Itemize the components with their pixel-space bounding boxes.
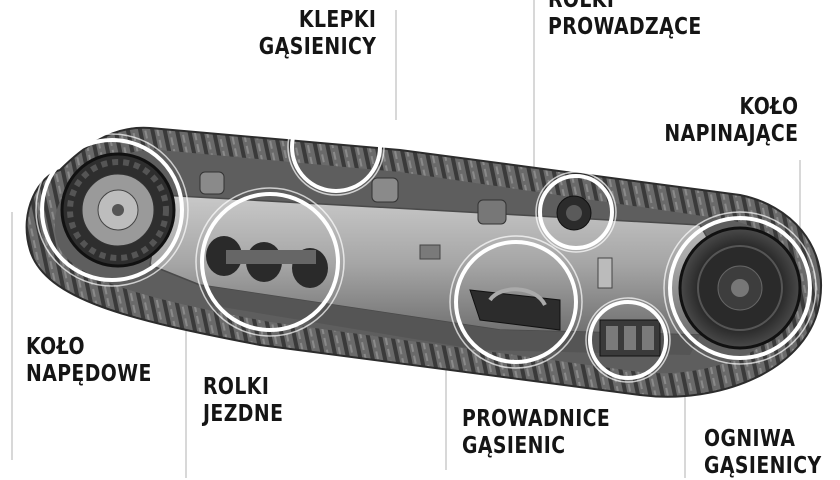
label-rolki-prowadzace-line1: ROLKI — [548, 0, 615, 13]
track-guide — [469, 287, 561, 331]
label-kolo-napedowe-line2: NAPĘDOWE — [26, 361, 152, 387]
label-kolo-napinajace-line2: NAPINAJĄCE — [663, 121, 798, 147]
idler-wheel — [678, 226, 802, 350]
label-rolki-jezdne-line1: ROLKI — [203, 374, 270, 400]
label-prowadnice-gasienic: PROWADNICE GĄSIENIC — [462, 406, 610, 460]
frame-slot — [419, 244, 441, 260]
label-kolo-napinajace-line1: KOŁO — [739, 94, 798, 120]
label-prowadnice-line2: GĄSIENIC — [462, 433, 566, 459]
label-klepki-line1: KLEPKI — [298, 7, 376, 33]
track-rollers — [206, 236, 328, 288]
label-ogniwa-gasienicy: OGNIWA GĄSIENICY — [704, 426, 822, 480]
label-ogniwa-line2: GĄSIENICY — [704, 453, 822, 479]
label-klepki-gasienicy: KLEPKI GĄSIENICY — [258, 7, 376, 61]
label-rolki-prowadzace-line2: PROWADZĄCE — [548, 14, 702, 40]
drive-sprocket — [60, 152, 176, 268]
carrier-rollers — [199, 171, 592, 231]
track-links — [599, 319, 661, 357]
label-kolo-napinajace: KOŁO NAPINAJĄCE — [664, 94, 798, 148]
label-kolo-napedowe-line1: KOŁO — [26, 334, 85, 360]
label-prowadnice-line1: PROWADNICE — [462, 406, 611, 432]
label-rolki-jezdne-line2: JEZDNE — [203, 401, 284, 427]
label-rolki-prowadzace: ROLKI PROWADZĄCE — [548, 0, 702, 41]
label-ogniwa-line1: OGNIWA — [704, 426, 796, 452]
frame-bottom — [200, 285, 700, 355]
highlight-rings — [35, 98, 817, 383]
label-rolki-jezdne: ROLKI JEZDNE — [203, 374, 283, 428]
label-klepki-line2: GĄSIENICY — [258, 34, 376, 60]
frame-plate — [597, 257, 613, 289]
label-kolo-napedowe: KOŁO NAPĘDOWE — [26, 334, 152, 388]
